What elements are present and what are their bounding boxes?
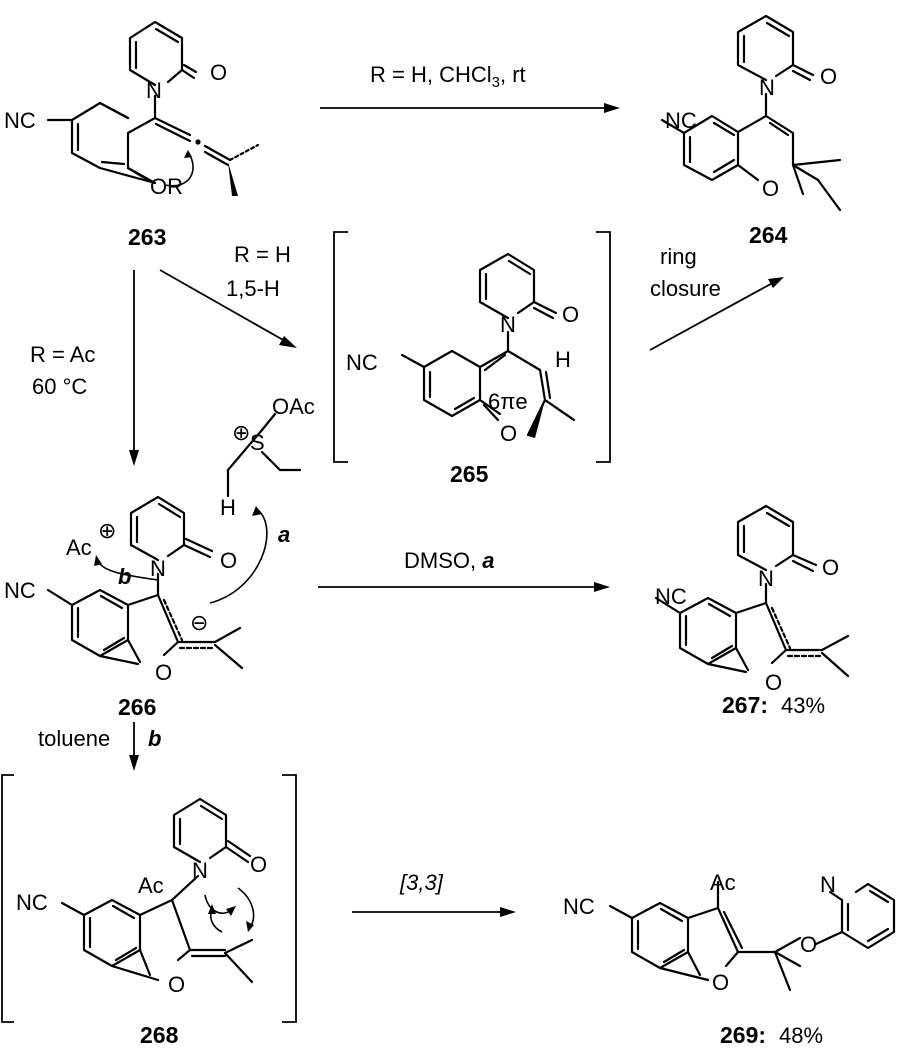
compound-number-269: 269: bbox=[720, 1022, 766, 1048]
atom-NC-269: NC bbox=[563, 894, 595, 919]
compound-number-268: 268 bbox=[140, 1022, 179, 1048]
atom-O-ring-264: O bbox=[762, 176, 779, 201]
condition-ring-closure-line2: closure bbox=[650, 276, 721, 301]
carbanion-minus: ⊖ bbox=[190, 610, 208, 635]
condition-to-265-line1: R = H bbox=[234, 242, 291, 267]
compound-265: N O NC O H 6πe 265 bbox=[333, 231, 611, 487]
condition-to-265-line2: 1,5-H bbox=[226, 276, 280, 301]
atom-Ac-269: Ac bbox=[710, 870, 736, 895]
atom-S: S bbox=[250, 430, 265, 455]
atom-NC: NC bbox=[4, 108, 36, 133]
atom-O-ether-269: O bbox=[800, 932, 817, 957]
arrow-ring-closure bbox=[649, 279, 779, 351]
condition-to-268: toluene bbox=[38, 726, 110, 751]
atom-NC-266: NC bbox=[4, 578, 36, 603]
atom-NC-267: NC bbox=[655, 584, 687, 609]
atom-N-pyridine-269: N bbox=[820, 872, 836, 897]
condition-to-266-line2: 60 °C bbox=[32, 374, 87, 399]
compound-267: N O NC O 267: 43% bbox=[654, 504, 850, 718]
condition-to-269: [3,3] bbox=[399, 870, 444, 895]
atom-NC-264: NC bbox=[665, 108, 697, 133]
atom-O-furan-268: O bbox=[168, 972, 185, 997]
compound-264: N O NC O 264 bbox=[660, 14, 842, 248]
atom-N-266: N bbox=[150, 556, 166, 581]
acylium-plus: ⊕ bbox=[98, 518, 116, 543]
atom-O: O bbox=[210, 60, 227, 85]
atom-NC-268: NC bbox=[16, 890, 48, 915]
yield-267: 43% bbox=[781, 693, 825, 718]
atom-OR: OR bbox=[150, 174, 183, 199]
atom-Ac-266: Ac bbox=[66, 535, 92, 560]
compound-number-263: 263 bbox=[128, 224, 166, 250]
condition-to-264: R = H, CHCl3, rt bbox=[370, 62, 526, 91]
compound-268: N O NC O Ac 268 bbox=[1, 774, 297, 1048]
atom-H-265: H bbox=[555, 347, 571, 372]
atom-O-furan-269: O bbox=[712, 970, 729, 995]
atom-O-266: O bbox=[220, 548, 237, 573]
condition-to-266-line1: R = Ac bbox=[30, 342, 95, 367]
atom-N: N bbox=[146, 78, 162, 103]
atom-N-265: N bbox=[500, 312, 516, 337]
atom-N-267: N bbox=[758, 566, 774, 591]
compound-number-267: 267: bbox=[722, 692, 768, 718]
atom-O-furan-267: O bbox=[765, 670, 782, 695]
atom-Ac-268: Ac bbox=[138, 873, 164, 898]
compound-269: Ac NC O O N 269: 48% bbox=[563, 870, 896, 1048]
sulfonium-reagent: S ⊕ OAc H bbox=[220, 394, 315, 520]
atom-OAc: OAc bbox=[272, 394, 315, 419]
compound-263: N O NC OR 263 bbox=[4, 20, 260, 250]
condition-ring-closure-line1: ring bbox=[660, 244, 697, 269]
sixpi-electron-label: 6πe bbox=[488, 389, 528, 414]
atom-NC-265: NC bbox=[346, 350, 378, 375]
compound-number-264: 264 bbox=[749, 222, 788, 248]
compound-number-265: 265 bbox=[450, 461, 489, 487]
atom-N-268: N bbox=[192, 858, 208, 883]
atom-O-phenoxide-265: O bbox=[500, 421, 517, 446]
atom-O-furan-266: O bbox=[155, 660, 172, 685]
atom-O-265: O bbox=[562, 302, 579, 327]
atom-H-sulfonium: H bbox=[220, 495, 236, 520]
path-a-label: a bbox=[278, 522, 290, 547]
compound-number-266: 266 bbox=[118, 694, 156, 720]
path-b-label: b bbox=[118, 564, 131, 589]
sulfonium-plus: ⊕ bbox=[232, 420, 250, 445]
yield-269: 48% bbox=[779, 1023, 823, 1048]
atom-O-264: O bbox=[820, 64, 837, 89]
atom-O-267: O bbox=[822, 555, 839, 580]
condition-to-267: DMSO, a bbox=[404, 548, 494, 573]
arrow-to-265 bbox=[159, 269, 293, 346]
compound-266: N O NC O ⊖ Ac ⊕ b a 266 bbox=[4, 495, 290, 720]
condition-to-268-path: b bbox=[148, 726, 161, 751]
atom-O-268: O bbox=[250, 852, 267, 877]
atom-N-264: N bbox=[759, 75, 775, 100]
